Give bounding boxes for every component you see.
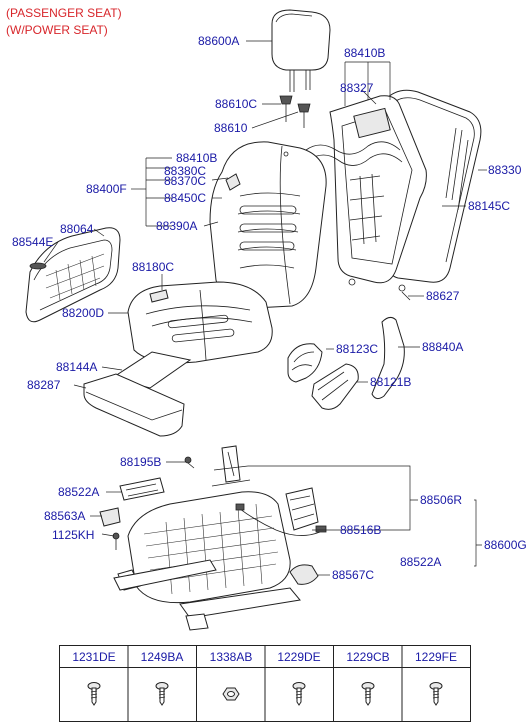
- label-88064: 88064: [60, 222, 94, 236]
- table-header: 1229DE: [277, 650, 320, 664]
- headrest-guide: [279, 95, 311, 128]
- label-88450C: 88450C: [164, 191, 206, 205]
- headrest: [271, 9, 331, 92]
- label-88144A: 88144A: [56, 360, 97, 374]
- label-88516B: 88516B: [340, 523, 381, 537]
- label-88410B-top: 88410B: [344, 46, 385, 60]
- screw-icon: [429, 682, 443, 706]
- label-88180C: 88180C: [132, 260, 174, 274]
- label-88390A: 88390A: [156, 219, 197, 233]
- title-line-2: (W/POWER SEAT): [6, 23, 108, 37]
- table-header: 1338AB: [210, 650, 253, 664]
- label-88121B: 88121B: [370, 375, 411, 389]
- seat-frame: [99, 445, 327, 631]
- label-88610C: 88610C: [215, 97, 257, 111]
- table-header: 1249BA: [141, 650, 184, 664]
- label-88522A-right: 88522A: [400, 555, 441, 569]
- label-88200D: 88200D: [62, 306, 104, 320]
- label-88600G: 88600G: [484, 538, 527, 552]
- table-header: 1231DE: [72, 650, 115, 664]
- screw-icon: [361, 682, 375, 706]
- label-88380C: 88380C: [164, 164, 206, 178]
- label-88600A: 88600A: [198, 34, 239, 48]
- label-88287: 88287: [27, 378, 61, 392]
- seatback-frame: [305, 89, 482, 301]
- label-88330: 88330: [488, 163, 522, 177]
- label-88410B-mid: 88410B: [176, 151, 217, 165]
- recliner-parts: [287, 316, 405, 410]
- label-88370C: 88370C: [164, 174, 206, 188]
- label-88123C: 88123C: [336, 342, 378, 356]
- title-line-1: (PASSENGER SEAT): [6, 6, 122, 20]
- screw-icon: [87, 682, 101, 706]
- side-shield: [25, 227, 121, 323]
- screw-icon: [292, 682, 306, 706]
- label-88563A: 88563A: [44, 509, 85, 523]
- label-88567C: 88567C: [332, 568, 374, 582]
- label-88400F: 88400F: [86, 182, 127, 196]
- screw-icon: [155, 682, 169, 706]
- label-88522A-left: 88522A: [58, 485, 99, 499]
- fastener-table: 1231DE 1249BA 1338AB 1229DE 1229CB 1229F…: [59, 645, 471, 722]
- label-88840A: 88840A: [422, 340, 463, 354]
- label-88195B: 88195B: [120, 455, 161, 469]
- nut-icon: [222, 687, 240, 701]
- label-88627: 88627: [426, 289, 460, 303]
- table-header: 1229CB: [346, 650, 389, 664]
- seatback-cushion: [209, 141, 327, 309]
- seat-pad: [83, 351, 192, 437]
- label-88544E: 88544E: [12, 235, 53, 249]
- table-header: 1229FE: [415, 650, 457, 664]
- seat-cushion: [127, 281, 273, 364]
- label-1125KH: 1125KH: [52, 528, 94, 542]
- label-88145C: 88145C: [468, 199, 510, 213]
- label-88506R: 88506R: [420, 493, 462, 507]
- label-88610: 88610: [214, 121, 248, 135]
- label-88327: 88327: [340, 81, 374, 95]
